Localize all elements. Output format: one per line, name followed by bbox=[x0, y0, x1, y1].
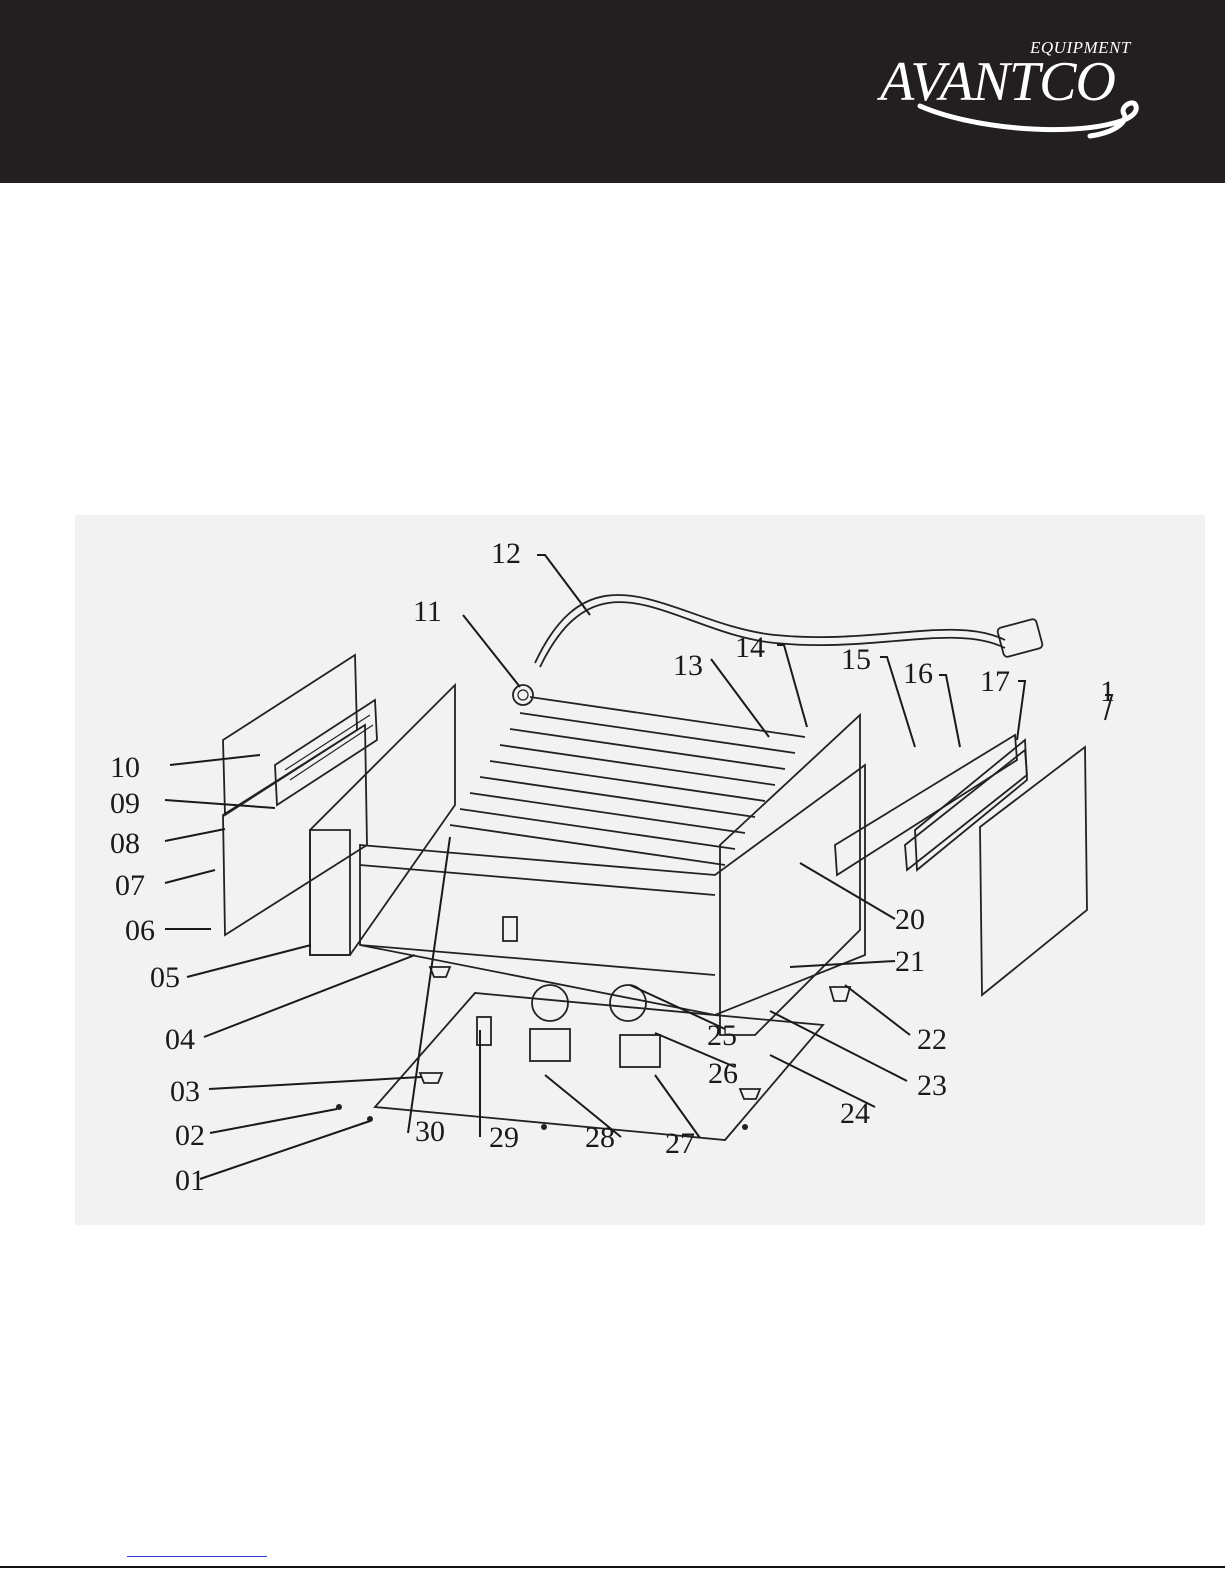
thermostat-left bbox=[530, 1029, 570, 1061]
footer-rule bbox=[0, 1566, 1225, 1568]
screw-bottom-mid bbox=[541, 1124, 547, 1130]
power-switch-window bbox=[503, 917, 517, 941]
rubber-foot-front-left bbox=[420, 1073, 442, 1083]
strain-relief bbox=[513, 685, 533, 705]
label-25: 25 bbox=[707, 1019, 737, 1052]
label-21: 21 bbox=[895, 945, 925, 978]
label-23: 23 bbox=[917, 1069, 947, 1102]
rubber-foot-front-right bbox=[740, 1089, 760, 1099]
label-22: 22 bbox=[917, 1023, 947, 1056]
label-12: 12 bbox=[491, 537, 521, 570]
label-15: 15 bbox=[841, 643, 871, 676]
footer-link-underline[interactable] bbox=[127, 1556, 267, 1557]
label-04: 04 bbox=[165, 1023, 195, 1056]
label-29: 29 bbox=[489, 1121, 519, 1154]
diagram-panel: 01 02 03 04 05 06 07 08 09 10 11 12 13 1… bbox=[75, 515, 1205, 1225]
label-03: 03 bbox=[170, 1075, 200, 1108]
label-10: 10 bbox=[110, 751, 140, 784]
label-28: 28 bbox=[585, 1121, 615, 1154]
rollers bbox=[450, 697, 805, 865]
thermostat-right bbox=[620, 1035, 660, 1067]
label-16: 16 bbox=[903, 657, 933, 690]
label-20: 20 bbox=[895, 903, 925, 936]
bracket-plate bbox=[275, 700, 377, 805]
label-09: 09 bbox=[110, 787, 140, 820]
power-plug bbox=[997, 618, 1043, 657]
label-14: 14 bbox=[735, 631, 765, 664]
left-end-face bbox=[310, 830, 350, 955]
rubber-foot-rear-right bbox=[830, 987, 850, 1001]
label-26: 26 bbox=[708, 1057, 738, 1090]
right-cover-panel bbox=[980, 747, 1087, 995]
back-cover-panel bbox=[223, 655, 357, 815]
label-24: 24 bbox=[840, 1097, 870, 1130]
screw-bottom-right bbox=[742, 1124, 748, 1130]
label-18-partial: 1 bbox=[1100, 675, 1115, 708]
label-06: 06 bbox=[125, 914, 155, 947]
leader-lines bbox=[165, 555, 1112, 1179]
exploded-parts-diagram: 01 02 03 04 05 06 07 08 09 10 11 12 13 1… bbox=[75, 515, 1205, 1225]
label-05: 05 bbox=[150, 961, 180, 994]
temperature-knob-left bbox=[532, 985, 568, 1021]
logo-wordmark: AVANTCO bbox=[880, 50, 1115, 114]
label-27: 27 bbox=[665, 1127, 695, 1160]
power-cord bbox=[535, 595, 1005, 663]
header-bar: EQUIPMENT AVANTCO bbox=[0, 0, 1225, 183]
label-13: 13 bbox=[673, 649, 703, 682]
label-02: 02 bbox=[175, 1119, 205, 1152]
left-end-block bbox=[310, 685, 455, 955]
label-01: 01 bbox=[175, 1164, 205, 1197]
rubber-foot-rear-left bbox=[430, 967, 450, 977]
label-30: 30 bbox=[415, 1115, 445, 1148]
avantco-logo: EQUIPMENT AVANTCO bbox=[880, 36, 1150, 146]
gear-rail bbox=[905, 750, 1027, 870]
label-07: 07 bbox=[115, 869, 145, 902]
label-11: 11 bbox=[413, 595, 442, 628]
label-17: 17 bbox=[980, 665, 1010, 698]
label-08: 08 bbox=[110, 827, 140, 860]
